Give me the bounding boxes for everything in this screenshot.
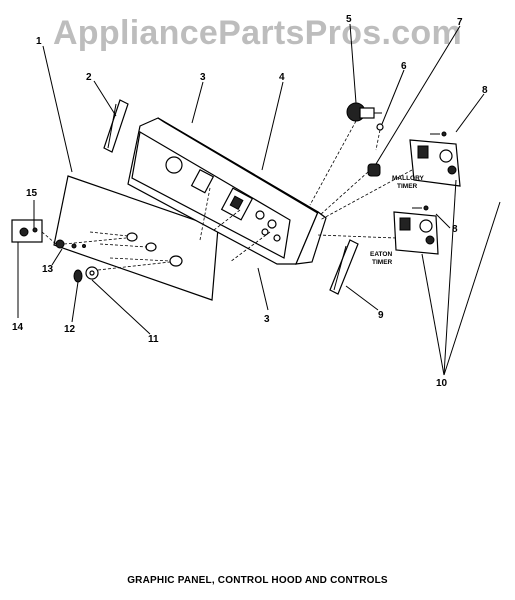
- callout-8-bottom: 8: [452, 224, 458, 235]
- graphic-panel: [53, 175, 219, 301]
- eaton-timer: EATON TIMER: [370, 205, 439, 266]
- callout-2: 2: [86, 72, 92, 83]
- diagram-caption: GRAPHIC PANEL, CONTROL HOOD AND CONTROLS: [127, 575, 388, 586]
- callout-7: 7: [457, 17, 463, 28]
- watermark: AppliancePartsPros.com: [52, 14, 463, 52]
- callout-10: 10: [436, 378, 448, 389]
- callout-6: 6: [401, 61, 407, 72]
- callout-3-top: 3: [200, 72, 206, 83]
- callout-11: 11: [148, 334, 159, 345]
- callout-5: 5: [346, 14, 352, 25]
- callout-1: 1: [36, 36, 42, 47]
- callout-12: 12: [64, 324, 76, 335]
- clip: [375, 123, 384, 151]
- eaton-label-line1: EATON: [370, 251, 392, 258]
- mallory-label-line2: TIMER: [397, 183, 418, 190]
- mallory-timer: MALLORY TIMER: [392, 131, 461, 190]
- mallory-label-line1: MALLORY: [392, 175, 425, 182]
- right-end-cap: [329, 239, 359, 295]
- callout-8-top: 8: [482, 85, 488, 96]
- callout-9: 9: [378, 310, 384, 321]
- push-switch: [346, 102, 382, 122]
- eaton-label-line2: TIMER: [372, 259, 393, 266]
- timer-knob: [319, 163, 381, 216]
- control-hood: [127, 117, 327, 265]
- callout-14: 14: [12, 322, 24, 333]
- callout-numbers: 1 2 3 4 5 6 7 8 8 9 10 3 11 12 13 14 15: [12, 14, 488, 389]
- connector-lines: [41, 120, 413, 263]
- callout-15: 15: [26, 188, 38, 199]
- left-end-cap: [103, 99, 129, 153]
- leader-lines: [17, 23, 501, 376]
- callout-4: 4: [279, 72, 285, 83]
- callout-3-bottom: 3: [264, 314, 270, 325]
- callout-13: 13: [42, 264, 54, 275]
